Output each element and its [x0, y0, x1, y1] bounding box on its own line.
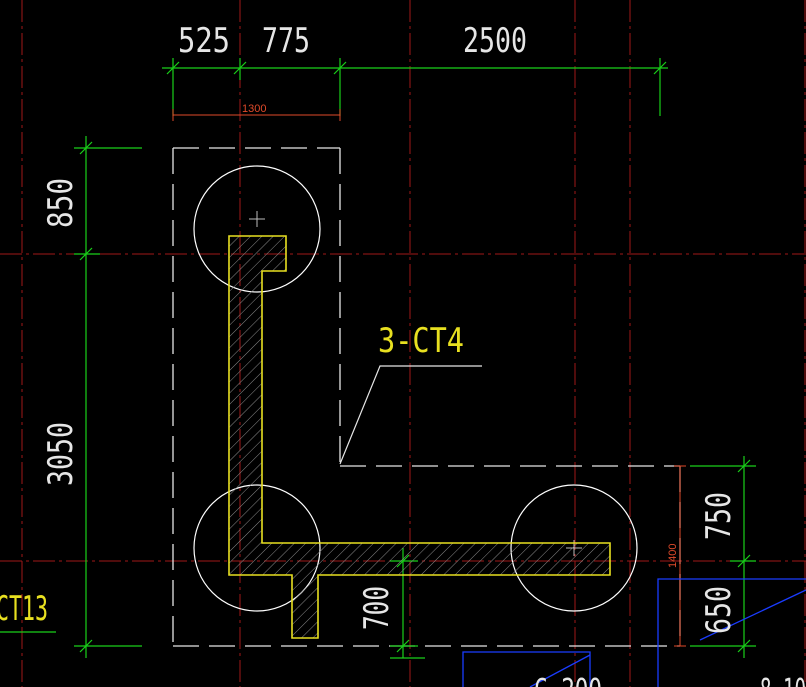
bottom-partial-label-1: C 200 [534, 673, 602, 687]
dim-left-850: 850 [41, 178, 81, 228]
bottom-partial-label-2: 8 10 [760, 673, 806, 687]
pile-center-marks [249, 211, 582, 556]
dim-bottom-700: 700 [357, 586, 397, 630]
dim-right-650: 650 [699, 586, 739, 634]
dim-top-525: 525 [178, 21, 230, 61]
dim-left-3050: 3050 [41, 422, 81, 486]
left-tag-label[interactable]: CT13 [0, 589, 48, 629]
wall-section[interactable] [228, 235, 611, 639]
red-dimension-texts: 1300 1400 [242, 103, 679, 568]
dim-red-1300: 1300 [242, 103, 266, 115]
dimension-texts: 525 775 2500 850 3050 750 650 700 [41, 21, 739, 634]
cap-tag-label[interactable]: 3-CT4 [378, 321, 464, 361]
cap-tag-leader [339, 365, 482, 465]
blue-elements [462, 578, 806, 687]
dim-right-750: 750 [699, 492, 739, 540]
dim-top-775: 775 [262, 21, 310, 61]
red-dimension-lines [172, 109, 686, 647]
dim-top-2500: 2500 [463, 21, 527, 61]
dim-red-1400: 1400 [667, 544, 679, 568]
